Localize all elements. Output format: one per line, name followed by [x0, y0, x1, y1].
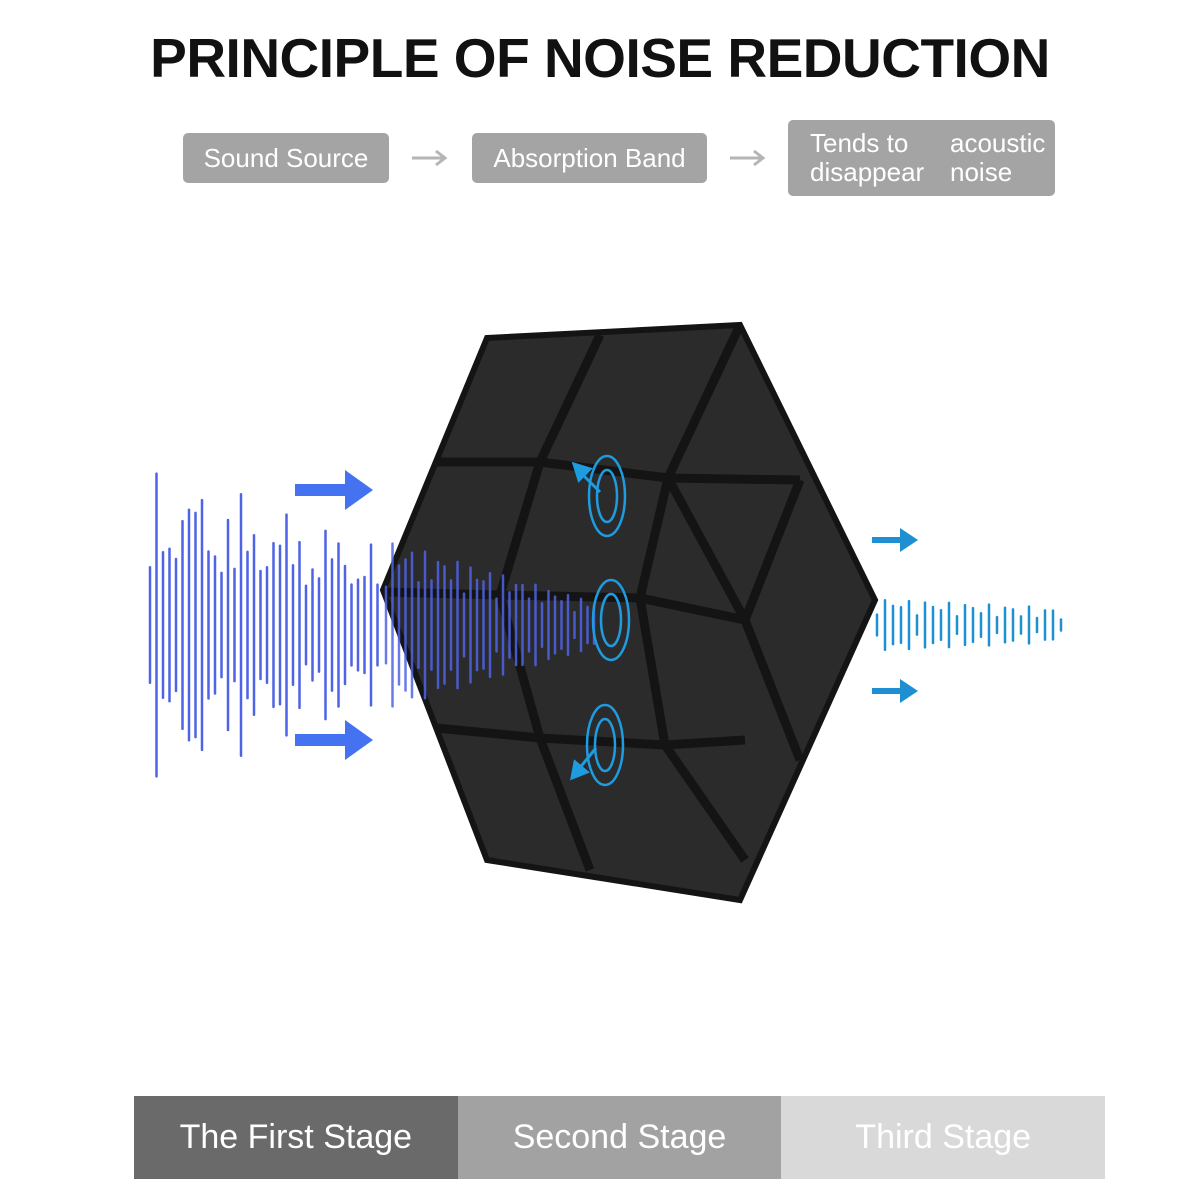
outgoing-arrow-icons: [872, 528, 918, 703]
absorbed-sound-wave: [384, 542, 596, 708]
page-title: PRINCIPLE OF NOISE REDUCTION: [150, 27, 1050, 89]
arrow-right-icon: [412, 149, 448, 167]
arrow-right-icon: [730, 149, 766, 167]
noise-disappears-label: Tends to disappear acoustic noise: [788, 120, 1055, 196]
stage-first: The First Stage: [134, 1096, 458, 1179]
vortex-rings: [585, 454, 631, 787]
noise-disappears-line-1: Tends to disappear: [810, 128, 925, 187]
outgoing-sound-wave: [875, 598, 1063, 652]
incoming-arrow-icons: [295, 470, 373, 760]
sound-source-label: Sound Source: [183, 133, 389, 183]
stage-second: Second Stage: [457, 1096, 782, 1179]
swirl-arrow-icon: [570, 461, 602, 781]
absorption-band-label: Absorption Band: [472, 133, 707, 183]
incoming-sound-wave: [148, 472, 379, 778]
noise-disappears-line-2: acoustic noise: [950, 128, 1046, 187]
stage-bar: The First Stage Second Stage Third Stage: [134, 1096, 1106, 1179]
stage-third: Third Stage: [781, 1096, 1106, 1179]
